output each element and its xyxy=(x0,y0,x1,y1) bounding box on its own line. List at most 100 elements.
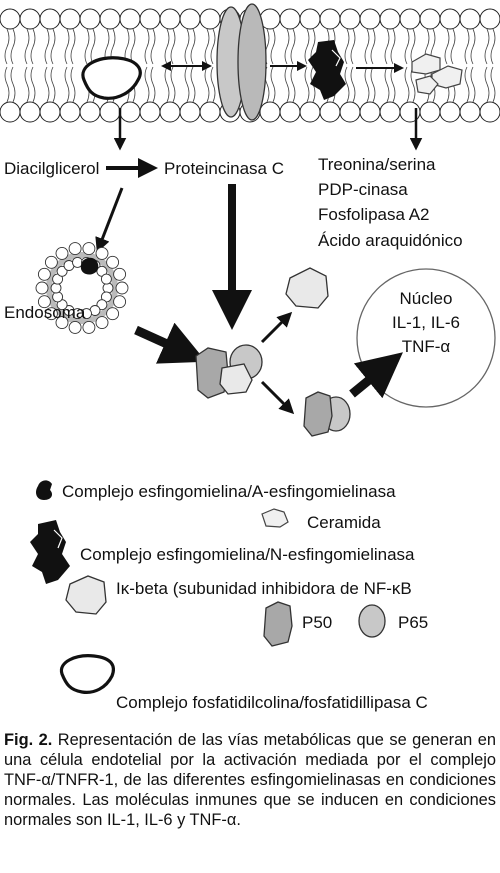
lipid-head xyxy=(419,101,441,123)
tnfr-receptor xyxy=(216,3,267,121)
endosome-lipid-head xyxy=(106,307,120,321)
lipid-tail xyxy=(390,66,396,103)
lipid-head xyxy=(299,8,321,30)
lipid-tail xyxy=(470,66,476,103)
lipid-tail xyxy=(4,28,10,65)
arrow-nfkb-to-ikb xyxy=(260,311,293,344)
lipid-tail xyxy=(304,66,310,103)
lipid-head xyxy=(199,101,221,123)
label-proteincinasa: Proteincinasa C xyxy=(164,159,284,178)
lipid-tail xyxy=(190,28,196,65)
lipid-tail xyxy=(364,28,370,65)
lipid-tail xyxy=(344,66,350,103)
lipid-tail xyxy=(184,66,190,103)
lipid-head xyxy=(139,8,161,30)
endosome-lipid-head xyxy=(95,246,109,260)
lipid-head xyxy=(439,8,461,30)
lipid-head xyxy=(59,101,81,123)
lipid-tail xyxy=(130,28,136,65)
lipid-head xyxy=(159,8,181,30)
lipid-head xyxy=(459,101,481,123)
lipid-tail xyxy=(170,28,176,65)
lipid-head xyxy=(179,101,201,123)
lipid-head xyxy=(319,8,341,30)
lipid-tail xyxy=(64,66,70,103)
label-treonina: Treonina/serina xyxy=(318,155,436,174)
endosome-lipid-head xyxy=(95,316,109,330)
lipid-tail xyxy=(464,28,470,65)
lipid-tail xyxy=(150,28,156,65)
lipid-head xyxy=(379,8,401,30)
lipid-head xyxy=(19,8,41,30)
lipid-head xyxy=(319,101,341,123)
lipid-head xyxy=(339,101,361,123)
caption-label: Fig. 2. xyxy=(4,731,53,749)
lipid-tail xyxy=(490,66,496,103)
ceramida-cluster xyxy=(411,53,463,95)
lipid-tail xyxy=(44,66,50,103)
legend-p65-text: P65 xyxy=(398,613,428,632)
legend: Complejo esfingomielina/A-esfingomielina… xyxy=(30,480,428,712)
legend-n-esfingo-icon xyxy=(30,520,70,584)
endosome-lipid-head xyxy=(50,282,62,294)
endosome-membrane xyxy=(46,252,118,324)
figure-caption: Fig. 2. Representación de las vías metab… xyxy=(4,730,496,830)
lipid-tail xyxy=(350,66,356,103)
lipid-tail xyxy=(164,28,170,65)
lipid-tail xyxy=(24,66,30,103)
lipid-head xyxy=(299,101,321,123)
lipid-tail xyxy=(270,66,276,103)
endosome-lipid-head xyxy=(63,305,75,316)
legend-p50-icon xyxy=(263,601,293,647)
lipid-tail xyxy=(70,28,76,65)
lipid-tail xyxy=(150,66,156,103)
lipid-head xyxy=(139,101,161,123)
lipid-head xyxy=(159,101,181,123)
endosome-lipid-head xyxy=(35,281,49,295)
endosome-lipid-head xyxy=(44,307,58,321)
endosome-lipid-head xyxy=(44,255,58,269)
legend-a-esfingo-text: Complejo esfingomielina/A-esfingomielina… xyxy=(62,482,396,501)
lipid-head xyxy=(419,8,441,30)
metabolic-pathway-diagram: Diacilglicerol Proteincinasa C Treonina/… xyxy=(0,3,500,712)
lipid-head xyxy=(479,101,500,123)
endosome-lipid-head xyxy=(37,295,51,309)
lipid-tail xyxy=(390,28,396,65)
arrow-nfkb-to-p50p65 xyxy=(260,380,295,415)
lipid-head xyxy=(39,101,61,123)
lipid-head xyxy=(439,101,461,123)
lipid-head xyxy=(79,8,101,30)
lipid-tail xyxy=(290,66,296,103)
endosome-lipid-head xyxy=(55,246,69,260)
lipid-head xyxy=(279,8,301,30)
endosome-lipid-head xyxy=(96,299,108,311)
lipid-tail xyxy=(290,28,296,65)
lipid-tail xyxy=(170,66,176,103)
lipid-tail xyxy=(404,28,410,65)
lipid-tail xyxy=(384,28,390,65)
label-tnf: TNF-α xyxy=(402,337,451,356)
lipid-tail xyxy=(24,28,30,65)
lipid-tail xyxy=(64,28,70,65)
lipid-head xyxy=(119,101,141,123)
lipid-tail xyxy=(144,28,150,65)
caption-text: Representación de las vías metabólicas q… xyxy=(4,731,496,829)
released-ikb xyxy=(285,267,329,309)
lipid-head xyxy=(359,8,381,30)
lipid-tail xyxy=(184,28,190,65)
lipid-tail xyxy=(190,66,196,103)
arrow-endosoma-to-nfkb xyxy=(134,322,207,364)
legend-ceramida-text: Ceramida xyxy=(307,513,381,532)
p50-p65-dimer xyxy=(303,391,351,437)
lipid-tail xyxy=(450,28,456,65)
lipid-head xyxy=(259,101,281,123)
lipid-head xyxy=(99,101,121,123)
lipid-head xyxy=(339,8,361,30)
legend-fosfatidil-text: Complejo fosfatidilcolina/fosfatidillipa… xyxy=(116,693,428,712)
label-acido: Ácido araquidónico xyxy=(318,231,463,250)
legend-p65-icon xyxy=(358,604,386,638)
lipid-head xyxy=(199,8,221,30)
lipid-tail xyxy=(84,28,90,65)
lipid-tail xyxy=(50,28,56,65)
lipid-tail xyxy=(164,66,170,103)
